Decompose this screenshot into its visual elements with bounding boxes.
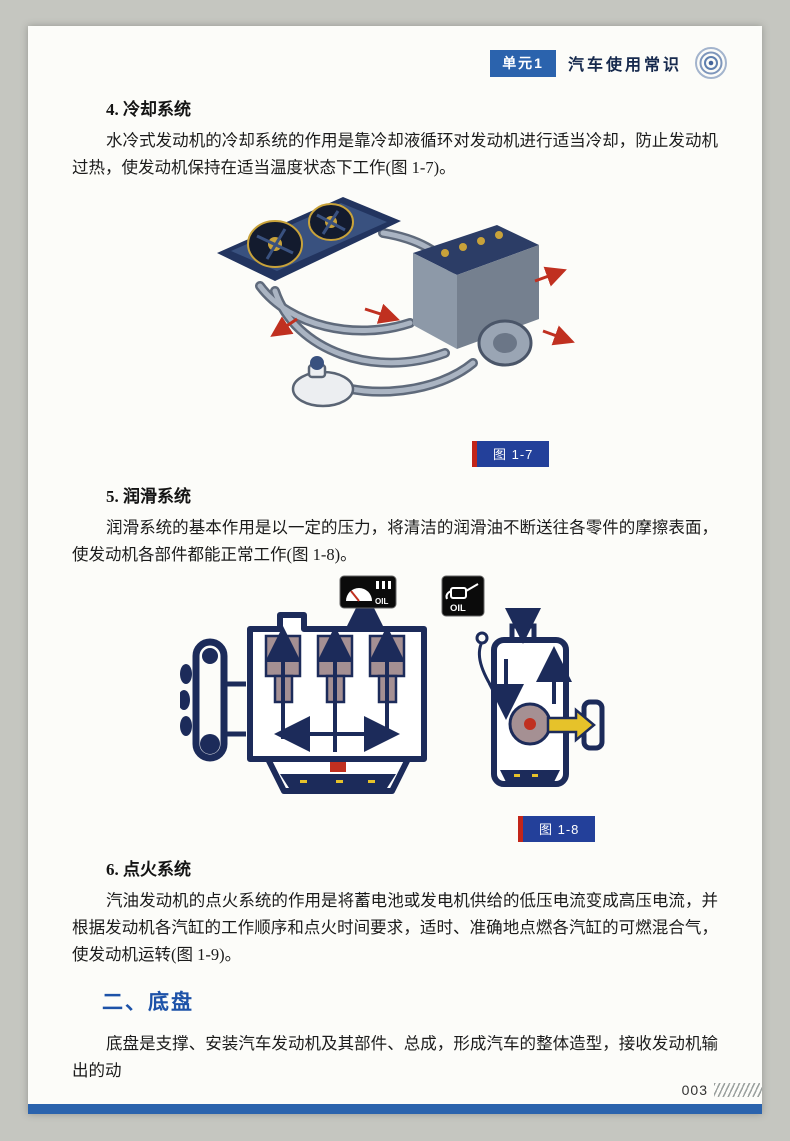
- book-title: 汽车使用常识: [567, 57, 682, 74]
- lubrication-system-illustration: OIL OIL: [180, 575, 605, 794]
- figure-caption-1-7: 图 1-7: [472, 441, 550, 467]
- page-number: 003: [681, 1082, 708, 1098]
- engine-block: [413, 225, 539, 367]
- paragraph-lubrication: 润滑系统的基本作用是以一定的压力，将清洁的润滑油不断送往各零件的摩擦表面，使发动…: [72, 518, 718, 564]
- cooling-system-illustration: [217, 197, 575, 408]
- footer-bar: [28, 1104, 762, 1114]
- figure-cooling-system: [72, 191, 718, 439]
- oil-flow-arrow: [546, 707, 596, 743]
- hatch-decoration: [714, 1083, 762, 1097]
- oil-pump-side-view: [475, 608, 605, 787]
- section-heading-lubrication: 5. 润滑系统: [106, 487, 191, 506]
- timing-chain: [180, 638, 246, 762]
- paragraph-ignition: 汽油发动机的点火系统的作用是将蓄电池或发电机供给的低压电流变成高压电流，并根据发…: [72, 891, 718, 964]
- paragraph-chassis: 底盘是支撑、安装汽车发动机及其部件、总成，形成汽车的整体造型，接收发动机输出的动: [72, 1034, 718, 1080]
- paragraph-cooling: 水冷式发动机的冷却系统的作用是靠冷却液循环对发动机进行适当冷却，防止发动机过热，…: [72, 131, 718, 177]
- radiator: [217, 197, 401, 281]
- page-footer: 003: [682, 1082, 762, 1098]
- unit-badge: 单元1: [490, 49, 556, 77]
- figure-lubrication-system: OIL OIL: [72, 574, 718, 814]
- section-heading-cooling: 4. 冷却系统: [106, 100, 191, 119]
- oil-can-icon: OIL: [441, 575, 485, 617]
- page-header: 单元1 汽车使用常识: [28, 26, 762, 84]
- page-content: 4. 冷却系统 水冷式发动机的冷却系统的作用是靠冷却液循环对发动机进行适当冷却，…: [28, 98, 762, 1084]
- publisher-logo-icon: [694, 46, 728, 80]
- oil-gauge-label: OIL: [375, 597, 388, 606]
- expansion-tank: [291, 356, 355, 408]
- book-page: 单元1 汽车使用常识 4. 冷却系统 水冷式发动机的冷却系统的作用是靠冷却液循环…: [28, 26, 762, 1114]
- figure-caption-1-8: 图 1-8: [518, 816, 596, 842]
- coolant-flow-arrows: [270, 266, 575, 346]
- section-heading-ignition: 6. 点火系统: [106, 860, 191, 879]
- oil-can-label: OIL: [450, 603, 466, 614]
- chapter-heading-chassis: 二、底盘: [102, 991, 194, 1014]
- engine-cross-section: [247, 590, 427, 794]
- oil-pressure-gauge-icon: OIL: [339, 575, 397, 609]
